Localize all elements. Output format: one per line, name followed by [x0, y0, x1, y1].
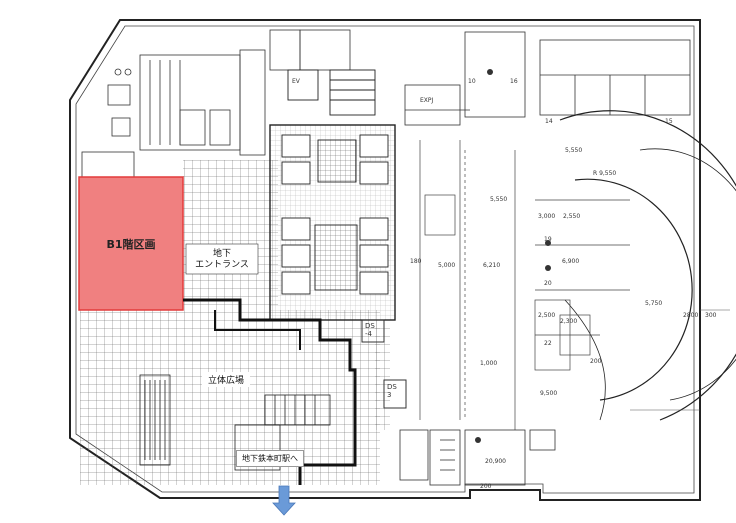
dim-5550a: 5,550 — [565, 147, 583, 154]
dim-1000: 1,000 — [480, 360, 498, 367]
accessible-icon — [475, 69, 551, 443]
stall-20: 20 — [544, 280, 552, 287]
dim-200a: 200 — [480, 483, 492, 490]
ds3-block — [383, 379, 407, 409]
grid-area-center — [183, 160, 278, 310]
expj-label: EXPJ — [420, 97, 434, 104]
dim-2550: 2,550 — [563, 213, 581, 220]
dim-300: 300 — [705, 312, 717, 319]
stall-19: 19 — [544, 236, 552, 243]
parking-top-stalls — [404, 31, 691, 126]
dim-2800: 2800 — [683, 312, 699, 319]
ds4-label-b: -4 — [365, 330, 372, 338]
dim-5750: 5,750 — [645, 300, 663, 307]
station-direction-label: 地下鉄本町駅へ — [236, 450, 304, 467]
elevator-core — [269, 69, 396, 321]
plaza-label: 立体広場 — [202, 372, 251, 387]
dim-6900: 6,900 — [562, 258, 580, 265]
ds4-label-a: DS — [365, 322, 375, 330]
dim-6210: 6,210 — [483, 262, 501, 269]
dim-200b: 200 — [590, 358, 602, 365]
grid-area-right-strip — [375, 320, 390, 430]
plaza-stairs — [139, 374, 331, 471]
dim-9550: R 9,550 — [593, 170, 617, 177]
dim-9500: 9,500 — [540, 390, 558, 397]
b1-area-zone — [78, 176, 184, 311]
corridor-path — [183, 298, 357, 485]
arrow-down-icon — [272, 485, 296, 516]
dim-2500: 2,500 — [538, 312, 556, 319]
ds4-label: DS -4 — [365, 322, 375, 338]
dim-2300: 2,300 — [560, 318, 578, 325]
parking-middle-stalls — [419, 140, 630, 430]
ds3-label-a: DS — [387, 383, 397, 391]
b1-area-label: B1階区画 — [106, 238, 156, 251]
dim-20900: 20,900 — [485, 458, 506, 465]
stall-15: 15 — [665, 118, 673, 125]
dimension-lines — [630, 309, 730, 411]
ev-label: EV — [292, 78, 300, 85]
stall-14: 14 — [545, 118, 553, 125]
ds3-label-b: 3 — [387, 391, 392, 399]
stall-16: 16 — [510, 78, 518, 85]
grid-area-lower — [80, 310, 380, 485]
dim-5000: 5,000 — [438, 262, 456, 269]
upper-left-rooms — [81, 29, 351, 183]
dim-3000: 3,000 — [538, 213, 556, 220]
dim-5550b: 5,550 — [490, 196, 508, 203]
parking-ramp — [559, 110, 736, 421]
entrance-label-line2: エントランス — [195, 260, 249, 270]
underground-entrance-label: 地下 エントランス — [190, 248, 254, 272]
entrance-label-line1: 地下 — [212, 249, 231, 259]
stall-22: 22 — [544, 340, 552, 347]
dim-180: 180 — [410, 258, 422, 265]
ds4-block — [361, 319, 385, 343]
ds3-label: DS 3 — [387, 383, 397, 399]
building-outline — [69, 19, 701, 501]
bottom-right-rooms — [399, 429, 556, 486]
stall-10: 10 — [468, 78, 476, 85]
